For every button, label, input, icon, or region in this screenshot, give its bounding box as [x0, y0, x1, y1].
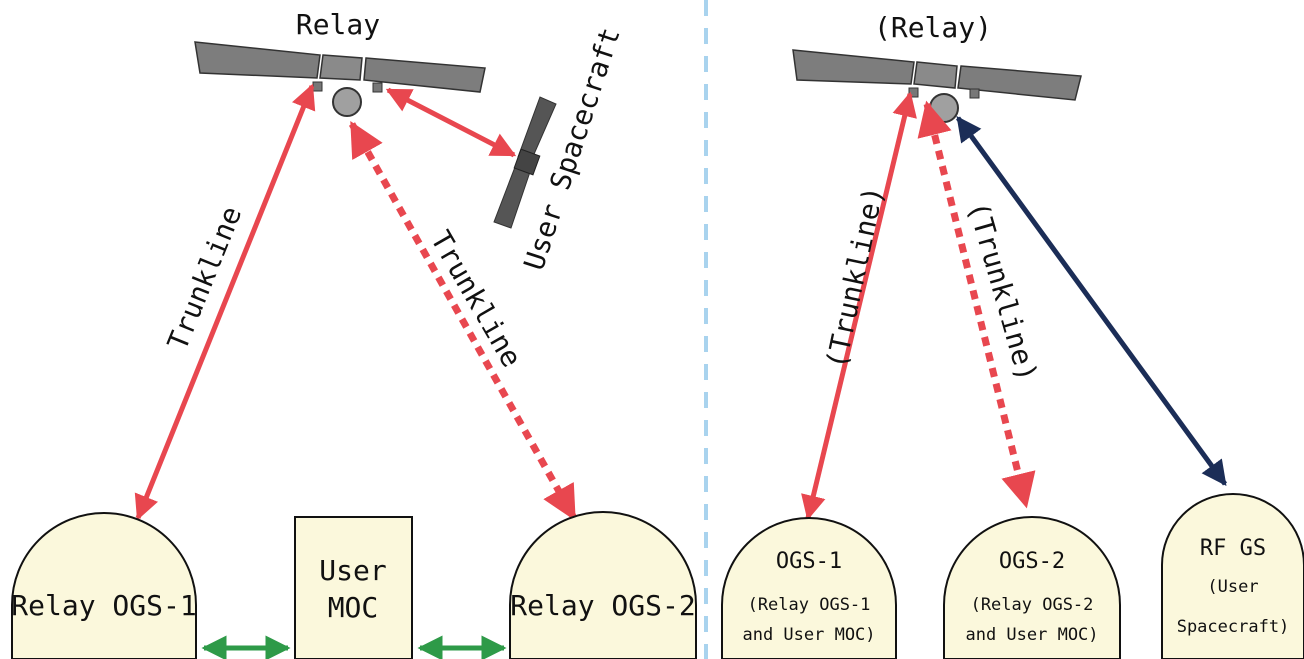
- user-moc-box: [294, 516, 413, 659]
- relay-satellite-icon: [792, 49, 1082, 123]
- rf-gs-title: RF GS: [1200, 536, 1266, 561]
- rf-gs-sub1: (User: [1207, 577, 1258, 597]
- ogs-1-sub2: and User MOC): [742, 625, 875, 645]
- relay-ogs-1-station: [11, 512, 197, 659]
- ogs-1-title: OGS-1: [776, 549, 842, 574]
- relay-user-spacecraft-link: [385, 87, 517, 158]
- user-moc-label-line2: MOC: [328, 591, 379, 624]
- relay-ogs-2-station: [509, 511, 697, 659]
- trunkline-2-arrow: [348, 120, 578, 522]
- rf-gs-station: [1161, 493, 1304, 659]
- trunkline-1-arrow: [801, 91, 917, 521]
- trunkline-1-label: (Trunkline): [820, 183, 891, 371]
- relay-ogs-1-label: Relay OGS-1: [11, 589, 196, 622]
- ogs-1-station: [721, 517, 897, 659]
- ogs-1-sub1: (Relay OGS-1: [748, 595, 871, 615]
- ogs-2-station: [943, 516, 1121, 659]
- relay-label: Relay: [296, 8, 380, 41]
- rf-link-arrow: [955, 115, 1228, 487]
- relay-satellite-icon: [194, 41, 486, 117]
- ogs-2-title: OGS-2: [999, 549, 1065, 574]
- trunkline-1-arrow: [134, 83, 316, 521]
- relay-label-parenthetical: (Relay): [874, 11, 992, 44]
- ogs-2-sub1: (Relay OGS-2: [971, 595, 1094, 615]
- ogs-2-sub2: and User MOC): [965, 625, 1098, 645]
- relay-ogs-2-label: Relay OGS-2: [510, 589, 695, 622]
- rf-gs-sub2: Spacecraft): [1177, 617, 1290, 637]
- user-moc-label-line1: User: [319, 554, 386, 587]
